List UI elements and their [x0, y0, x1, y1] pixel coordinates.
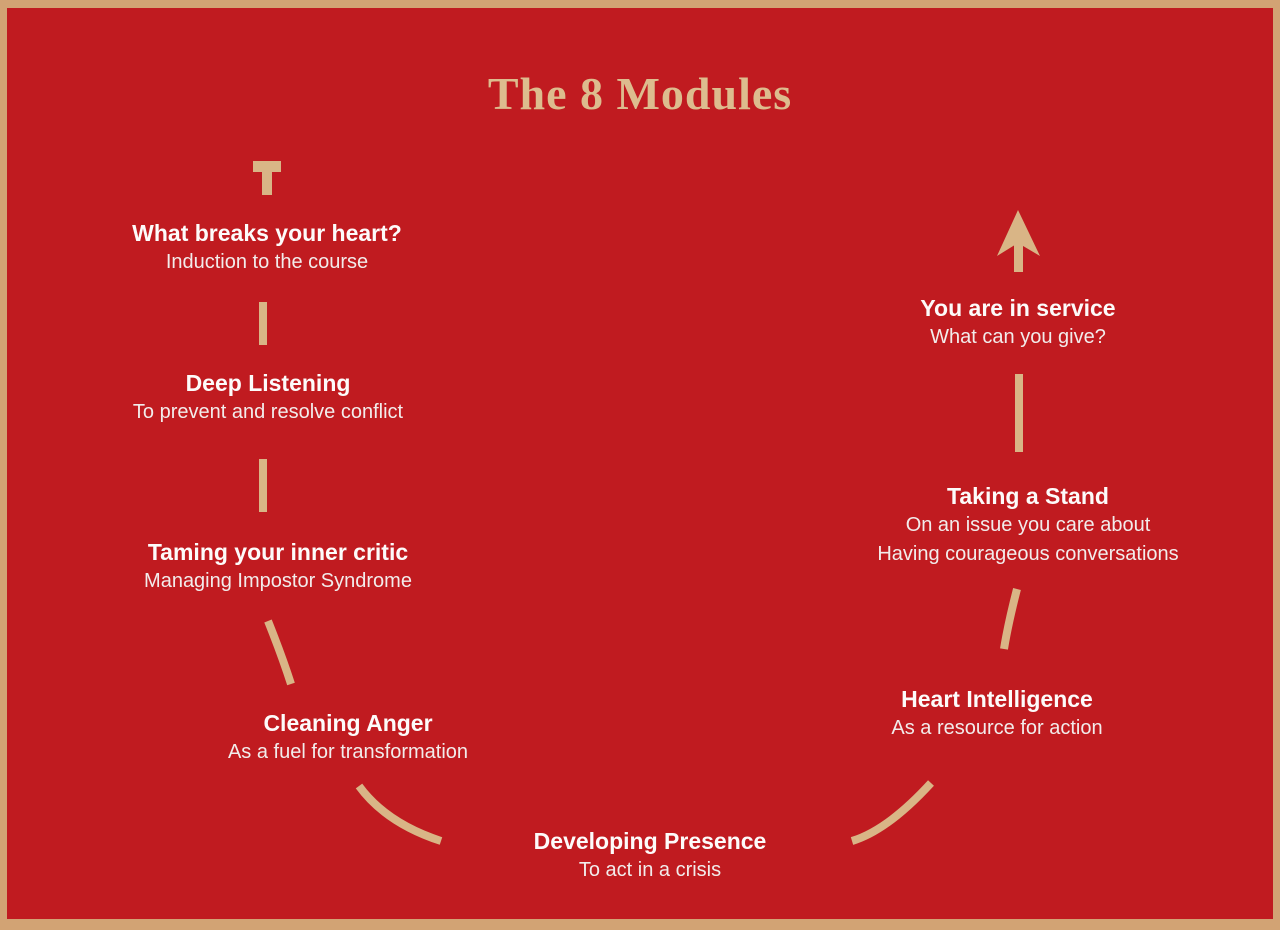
connector-curve-bottom-left [355, 783, 443, 845]
module-subtitle: To prevent and resolve conflict [132, 401, 404, 423]
module-subtitle: To act in a crisis [578, 859, 722, 881]
module-developing-presence: Developing Presence To act in a crisis [460, 826, 840, 885]
module-subtitle: As a resource for action [891, 717, 1103, 739]
module-title: What breaks your heart? [132, 220, 402, 246]
module-taking-a-stand: Taking a Stand On an issue you care abou… [838, 481, 1218, 569]
module-title: Deep Listening [185, 370, 351, 396]
module-you-are-in-service: You are in service What can you give? [828, 293, 1208, 352]
page-title: The 8 Modules [487, 67, 793, 119]
module-what-breaks-your-heart: What breaks your heart? Induction to the… [77, 218, 457, 277]
module-subtitle: As a fuel for transformation [227, 741, 469, 763]
module-heart-intelligence: Heart Intelligence As a resource for act… [807, 684, 1187, 743]
module-taming-your-inner-critic: Taming your inner critic Managing Impost… [88, 537, 468, 596]
module-title: Cleaning Anger [263, 710, 433, 736]
module-title: Taking a Stand [947, 483, 1109, 509]
module-title: Developing Presence [533, 828, 767, 854]
module-deep-listening: Deep Listening To prevent and resolve co… [78, 368, 458, 427]
connector-curve-bottom-right [850, 780, 934, 845]
module-subtitle-2: Having courageous conversations [877, 543, 1179, 565]
module-title: Taming your inner critic [147, 539, 409, 565]
start-t-marker-icon [253, 161, 281, 195]
connector-curve-6 [1000, 588, 1021, 650]
module-cleaning-anger: Cleaning Anger As a fuel for transformat… [158, 708, 538, 767]
module-subtitle: On an issue you care about [905, 514, 1151, 536]
module-title: You are in service [920, 295, 1116, 321]
connector-curve-3 [264, 619, 295, 686]
module-subtitle: Managing Impostor Syndrome [144, 570, 412, 592]
module-subtitle: What can you give? [930, 326, 1106, 348]
up-arrow-icon [997, 210, 1040, 272]
module-subtitle: Induction to the course [165, 251, 369, 273]
module-title: Heart Intelligence [901, 686, 1093, 712]
